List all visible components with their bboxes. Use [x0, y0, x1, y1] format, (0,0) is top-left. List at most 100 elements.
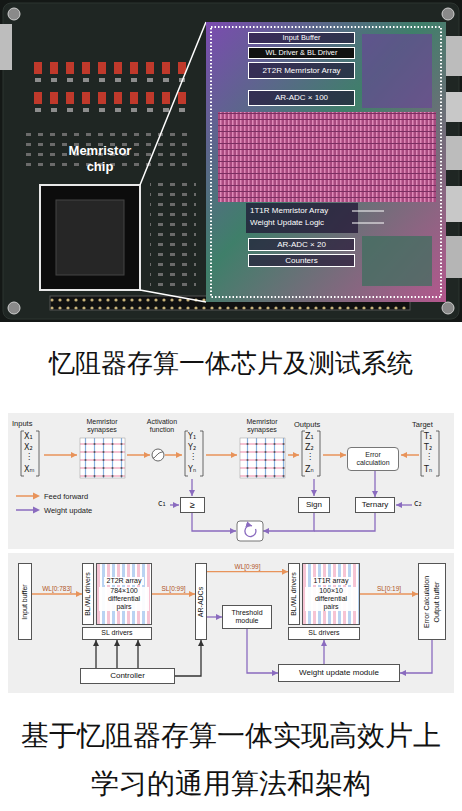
chip-block: 2T2R Memristor Array: [248, 62, 355, 79]
axis-label: Outputs: [294, 420, 330, 429]
block-label: 1T1R Memristor Array: [250, 206, 350, 216]
process-box: Threshold module: [222, 605, 272, 629]
legend-text: Weight update: [44, 506, 92, 515]
box-text: AR-ADC × 20: [277, 240, 326, 249]
signal-label: WL[0:783]: [41, 585, 73, 592]
vector-entry: T₂: [424, 443, 440, 453]
vector-entry: ⋮: [189, 452, 205, 462]
box-text: WL Driver & BL Driver: [266, 49, 338, 57]
chip-callout: Memristor chip: [58, 143, 142, 174]
legend-item: Feed forward: [16, 489, 92, 503]
figure-caption: 基于忆阻器存算一体实现高效片上学习的通用算法和架构: [11, 712, 451, 808]
connector-arrow: [360, 593, 418, 594]
legend-text: Feed forward: [44, 492, 88, 501]
vector-entry: Z₂: [305, 443, 321, 453]
signal-label: SL[0:19]: [376, 585, 402, 592]
connector-arrow: [247, 629, 278, 673]
process-box: Sign: [298, 497, 330, 513]
box-text: BL/WL drivers: [84, 565, 92, 623]
box-text: 1T1R array: [311, 577, 350, 585]
axis-label: Memristor synapses: [72, 418, 132, 435]
connector-arrow: [116, 640, 117, 668]
vector-entry: ⋮: [306, 452, 322, 462]
vector-entry: Tₙ: [424, 465, 440, 475]
vector-entry: X₂: [24, 443, 40, 453]
driver-bar: BL/WL drivers: [82, 563, 94, 625]
box-text: SL drivers: [101, 629, 132, 637]
box-text: Controller: [110, 671, 145, 680]
box-text: Sign: [306, 500, 322, 509]
box-text: Error Calculation: [423, 565, 431, 638]
vector-entry: Xₘ: [24, 465, 40, 475]
connector-arrow: [207, 571, 288, 572]
chip-block: AR-ADC × 100: [248, 90, 355, 106]
driver-bar: SL drivers: [288, 627, 360, 640]
vector-entry: ⋮: [25, 452, 41, 462]
box-subtext: 100×10 differential pairs: [305, 587, 357, 611]
legend: Feed forwardWeight update: [16, 489, 92, 517]
constant-label: c₂: [414, 499, 426, 509]
connector-arrow: [32, 593, 82, 594]
process-box: Ternary: [355, 497, 395, 513]
adc-bar: AR-ADCs: [195, 563, 207, 640]
process-box: Error calculation: [347, 447, 399, 471]
box-subtext: 784×100 differential pairs: [99, 587, 149, 611]
box-text: Input Buffer: [283, 34, 321, 42]
legend-sample: [16, 492, 40, 500]
vector-entry: ⋮: [425, 452, 441, 462]
box-text: Ternary: [362, 500, 389, 509]
vector-entry: Z₁: [305, 432, 321, 442]
process-box: ≥: [180, 497, 205, 513]
box-text: BL/WL drivers: [290, 565, 298, 623]
chip-block: WL Driver & BL Driver: [248, 47, 355, 59]
process-box: Weight update module: [278, 664, 400, 682]
process-box: Controller: [80, 668, 175, 684]
memristor-array: 2T2R array 784×100 differential pairs: [96, 563, 152, 625]
connector-arrow: [400, 640, 432, 673]
connector-arrow: [374, 471, 375, 497]
memristor-array: 1T1R array 100×10 differential pairs: [302, 563, 360, 625]
box-text: ≥: [190, 500, 195, 510]
connector-arrow: [137, 640, 138, 668]
axis-label: Target: [412, 420, 452, 429]
vector-entry: Zₙ: [305, 465, 321, 475]
box-text: Input buffer: [21, 565, 29, 638]
box-text: SL drivers: [308, 629, 339, 637]
signal-label: WL[0:99]: [233, 563, 261, 570]
vector-entry: Y₂: [188, 443, 204, 453]
axis-label: Inputs: [12, 419, 52, 428]
box-text: Error calculation: [350, 451, 396, 467]
vector-entry: Y₁: [188, 432, 204, 442]
buffer-bar: Error CalculationOutput buffer: [418, 563, 446, 640]
box-text: Threshold module: [225, 609, 269, 625]
constant-label: c₁: [158, 499, 170, 509]
box-text: 2T2R array: [104, 577, 143, 585]
legend-sample: [16, 506, 40, 514]
box-text: Weight update module: [299, 668, 379, 677]
axis-label: Activation function: [136, 418, 188, 435]
connector-arrow: [207, 616, 222, 617]
box-subtext: Output buffer: [433, 565, 441, 638]
chip-block: AR-ADC × 20: [248, 238, 355, 251]
box-text: AR-ADCs: [197, 565, 205, 638]
box-text: AR-ADC × 100: [275, 93, 328, 102]
box-text: Counters: [285, 256, 317, 265]
box-text: 2T2R Memristor Array: [262, 66, 340, 75]
block-label: Weight Update Logic: [250, 218, 350, 228]
axis-label: Memristor synapses: [232, 418, 292, 435]
legend-item: Weight update: [16, 503, 92, 517]
buffer-bar: Input buffer: [18, 563, 32, 640]
driver-bar: SL drivers: [82, 627, 152, 640]
vector-entry: T₁: [424, 432, 440, 442]
driver-bar: BL/WL drivers: [288, 563, 300, 625]
vector-entry: X₁: [24, 432, 40, 442]
figure-caption: 忆阻器存算一体芯片及测试系统: [0, 348, 462, 379]
connector-arrow: [175, 640, 201, 676]
chip-block: Input Buffer: [248, 32, 355, 44]
connector-arrow: [95, 640, 96, 668]
chip-block: Counters: [248, 254, 355, 267]
vector-entry: Yₙ: [188, 465, 204, 475]
